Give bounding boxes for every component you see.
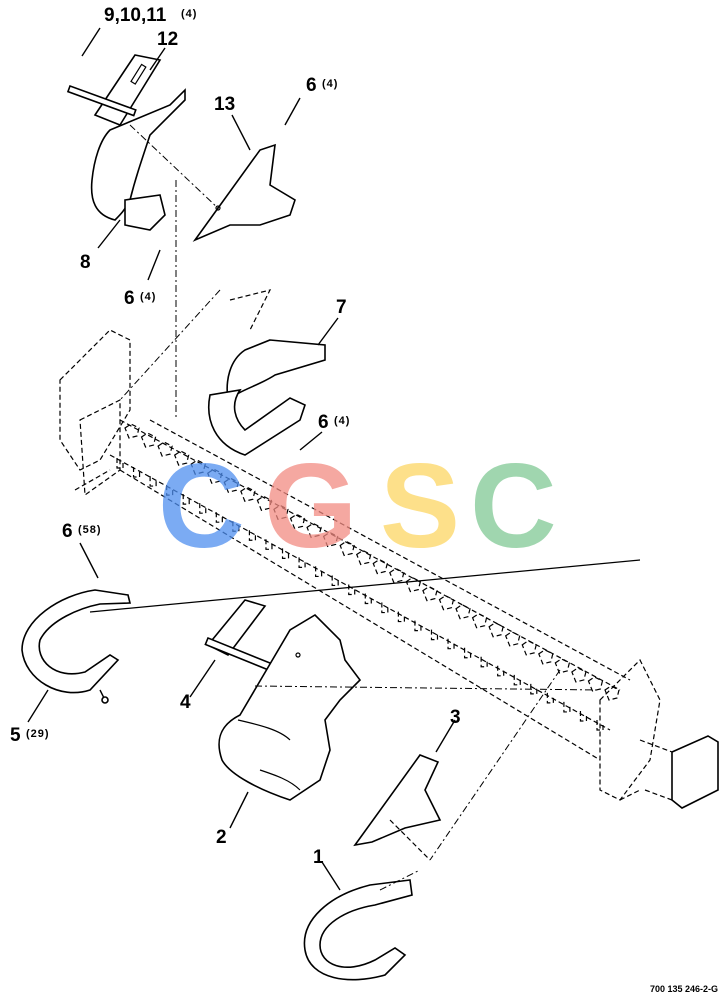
guard-tooth bbox=[521, 640, 537, 656]
guard-finger bbox=[298, 557, 306, 568]
guard-finger bbox=[463, 647, 472, 659]
guard-tooth bbox=[124, 423, 140, 439]
callout-9-10-11: 9,10,11 bbox=[104, 5, 167, 26]
callout-6-mid: 6 bbox=[318, 412, 329, 433]
guard-tooth bbox=[256, 495, 273, 511]
guard-finger bbox=[331, 575, 339, 587]
callout-6-58: 6 bbox=[62, 521, 73, 542]
guard-finger bbox=[166, 485, 174, 496]
part-5-guard bbox=[21, 559, 641, 704]
part-7-guard bbox=[208, 289, 326, 456]
guard-finger bbox=[579, 710, 588, 722]
cgsc-watermark: C G S C bbox=[158, 439, 557, 573]
guard-tooth bbox=[339, 540, 355, 557]
part-12-plate bbox=[66, 54, 162, 126]
guard-finger bbox=[563, 701, 571, 713]
watermark-letter-c1: C bbox=[158, 439, 245, 573]
guard-finger bbox=[132, 467, 141, 478]
guard-tooth bbox=[422, 585, 438, 602]
guard-finger bbox=[116, 458, 124, 469]
guard-tooth bbox=[273, 504, 289, 521]
guard-finger bbox=[149, 476, 157, 487]
callout-6-58-qty: (58) bbox=[78, 524, 102, 536]
callout-3: 3 bbox=[450, 707, 461, 728]
guard-finger bbox=[232, 521, 240, 532]
guard-finger bbox=[596, 720, 604, 731]
guard-tooth bbox=[372, 558, 388, 575]
callout-1: 1 bbox=[313, 847, 324, 868]
watermark-letter-s: S bbox=[380, 439, 460, 573]
guard-finger bbox=[182, 494, 190, 505]
guard-finger bbox=[381, 602, 389, 614]
callout-labels: 9,10,11 (4) 12 13 6 (4) 8 6 (4) 7 6 (4) … bbox=[10, 5, 718, 994]
guard-tooth bbox=[207, 468, 223, 484]
guard-finger bbox=[199, 503, 207, 514]
guard-tooth bbox=[157, 441, 173, 457]
guard-finger bbox=[546, 692, 554, 704]
guard-finger bbox=[430, 629, 439, 641]
guard-finger bbox=[364, 593, 372, 605]
guard-tooth bbox=[438, 594, 455, 611]
guard-tooth bbox=[289, 513, 306, 530]
guard-finger bbox=[414, 620, 422, 632]
guard-tooth bbox=[488, 622, 504, 638]
guard-tooth bbox=[140, 432, 157, 448]
guard-finger bbox=[315, 566, 323, 578]
guard-tooth bbox=[538, 649, 554, 665]
guard-finger bbox=[397, 611, 405, 623]
guard-tooth bbox=[471, 613, 488, 629]
callout-8: 8 bbox=[80, 252, 91, 273]
callout-6-left: 6 bbox=[124, 288, 135, 309]
guard-finger bbox=[497, 665, 505, 677]
guard-tooth bbox=[389, 567, 405, 584]
part-2-shield bbox=[218, 613, 362, 801]
part-1-guard bbox=[303, 869, 421, 981]
callout-5: 5 bbox=[10, 725, 21, 746]
guard-tooth bbox=[571, 667, 587, 683]
callout-6-top: 6 bbox=[306, 75, 317, 96]
part-4-rod bbox=[204, 599, 274, 672]
watermark-letter-g: G bbox=[264, 439, 357, 573]
assembly-lines bbox=[119, 180, 601, 861]
callout-2: 2 bbox=[216, 827, 227, 848]
guard-tooth bbox=[355, 549, 372, 566]
guard-finger bbox=[513, 674, 521, 686]
guard-tooth bbox=[240, 486, 256, 502]
guard-tooth bbox=[322, 531, 339, 548]
guard-finger bbox=[480, 656, 488, 668]
part-3-bracket bbox=[353, 754, 442, 861]
callout-6-left-qty: (4) bbox=[140, 291, 156, 303]
cutterbar-assembly bbox=[59, 329, 719, 809]
guard-finger bbox=[248, 530, 257, 541]
part-8-shield bbox=[90, 88, 221, 231]
guard-tooth bbox=[223, 477, 240, 493]
guard-tooth bbox=[190, 459, 206, 475]
callout-6-mid-qty: (4) bbox=[334, 415, 350, 427]
guard-finger bbox=[265, 539, 273, 550]
guard-finger bbox=[281, 548, 290, 559]
guard-tooth bbox=[587, 676, 604, 692]
guard-tooth bbox=[504, 631, 521, 647]
callout-7: 7 bbox=[336, 297, 347, 318]
guard-finger bbox=[348, 584, 356, 596]
leader-lines bbox=[27, 27, 456, 891]
callout-6-top-qty: (4) bbox=[322, 78, 338, 90]
callout-5-qty: (29) bbox=[26, 728, 50, 740]
guard-tooth bbox=[455, 603, 471, 620]
guard-finger bbox=[215, 512, 223, 523]
guard-tooth bbox=[306, 522, 322, 539]
part-13-bracket bbox=[192, 143, 296, 242]
callout-13: 13 bbox=[214, 94, 235, 115]
guard-tooth bbox=[173, 450, 190, 466]
drawing-reference: 700 135 246-2-G bbox=[650, 984, 718, 994]
guard-finger bbox=[447, 638, 455, 650]
callout-4: 4 bbox=[180, 692, 191, 713]
callout-9-10-11-qty: (4) bbox=[181, 8, 197, 20]
guard-tooth bbox=[604, 685, 620, 701]
watermark-letter-c2: C bbox=[470, 439, 557, 573]
guard-tooth bbox=[405, 576, 422, 593]
callout-12: 12 bbox=[157, 29, 178, 50]
